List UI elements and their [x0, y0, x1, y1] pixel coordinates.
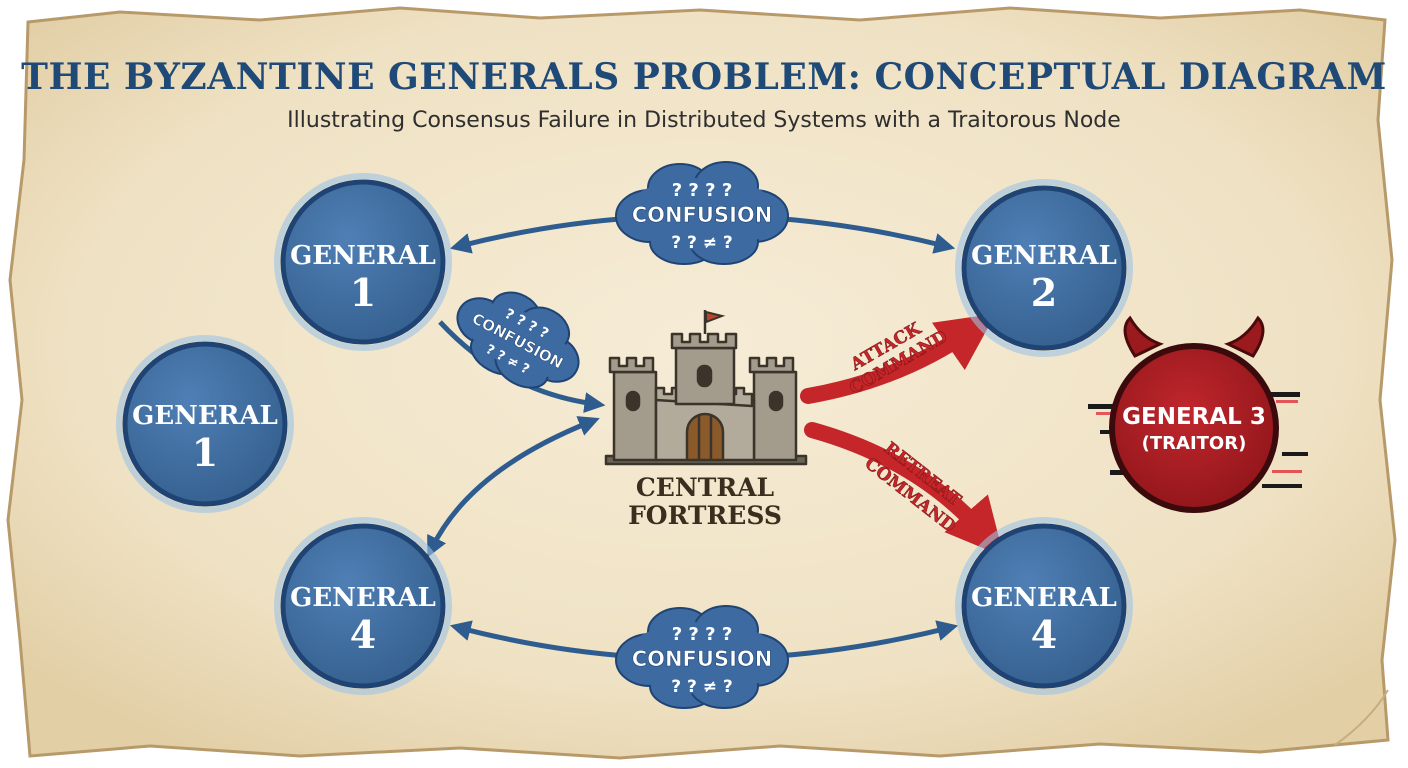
general-node-mid-left: GENERAL 1 — [116, 335, 294, 513]
traitor-label: GENERAL 3 — [1122, 404, 1266, 430]
general-number: 1 — [192, 430, 218, 475]
general-node-traitor: GENERAL 3 (TRAITOR) — [1088, 315, 1308, 513]
retreat-command-arrow — [804, 422, 1004, 557]
general-number: 1 — [350, 270, 376, 315]
confusion-top-marks: ? ? ? ? — [672, 180, 733, 201]
confusion-cloud-icon — [456, 291, 580, 389]
confusion-cloud-top: ? ? ? ? CONFUSION ? ? ≠ ? — [615, 161, 789, 265]
general-number: 4 — [350, 612, 376, 657]
general-number: 2 — [1031, 270, 1057, 315]
confusion-label: CONFUSION — [632, 647, 773, 671]
general-number: 4 — [1031, 612, 1057, 657]
confusion-cloud-icon — [615, 605, 789, 709]
fortress-label-line1: CENTRAL — [636, 473, 775, 502]
general-label: GENERAL — [132, 401, 278, 431]
general-label: GENERAL — [971, 583, 1117, 613]
general-node-top-left: GENERAL 1 — [274, 173, 452, 351]
central-fortress: CENTRAL FORTRESS — [604, 310, 808, 530]
general-label: GENERAL — [290, 583, 436, 613]
general-node-bottom-left: GENERAL 4 — [274, 517, 452, 695]
confusion-bottom-marks: ? ? ≠ ? — [671, 677, 733, 697]
general-node-bottom-right: GENERAL 4 — [955, 517, 1133, 695]
general-node-top-right: GENERAL 2 — [955, 179, 1133, 357]
page-subtitle: Illustrating Consensus Failure in Distri… — [287, 108, 1121, 133]
devil-horns-icon — [1123, 315, 1265, 358]
fortress-label-line2: FORTRESS — [628, 501, 782, 530]
traitor-sublabel: (TRAITOR) — [1142, 433, 1247, 454]
confusion-bottom-marks: ? ? ≠ ? — [671, 233, 733, 253]
confusion-cloud-bottom: ? ? ? ? CONFUSION ? ? ≠ ? — [615, 605, 789, 709]
flag-icon — [705, 310, 726, 324]
page-title: THE BYZANTINE GENERALS PROBLEM: CONCEPTU… — [21, 56, 1387, 98]
curled-corner — [1334, 689, 1389, 746]
castle-icon — [604, 310, 808, 466]
general-label: GENERAL — [971, 241, 1117, 271]
confusion-cloud-diagonal: ? ? ? ? CONFUSION ? ? ≠ ? — [456, 291, 580, 389]
attack-command-arrow — [800, 313, 996, 404]
confusion-cloud-icon — [615, 161, 789, 265]
arrow-fortress-g4 — [427, 416, 600, 558]
confusion-top-marks: ? ? ? ? — [672, 624, 733, 645]
general-label: GENERAL — [290, 241, 436, 271]
confusion-label: CONFUSION — [632, 203, 773, 227]
